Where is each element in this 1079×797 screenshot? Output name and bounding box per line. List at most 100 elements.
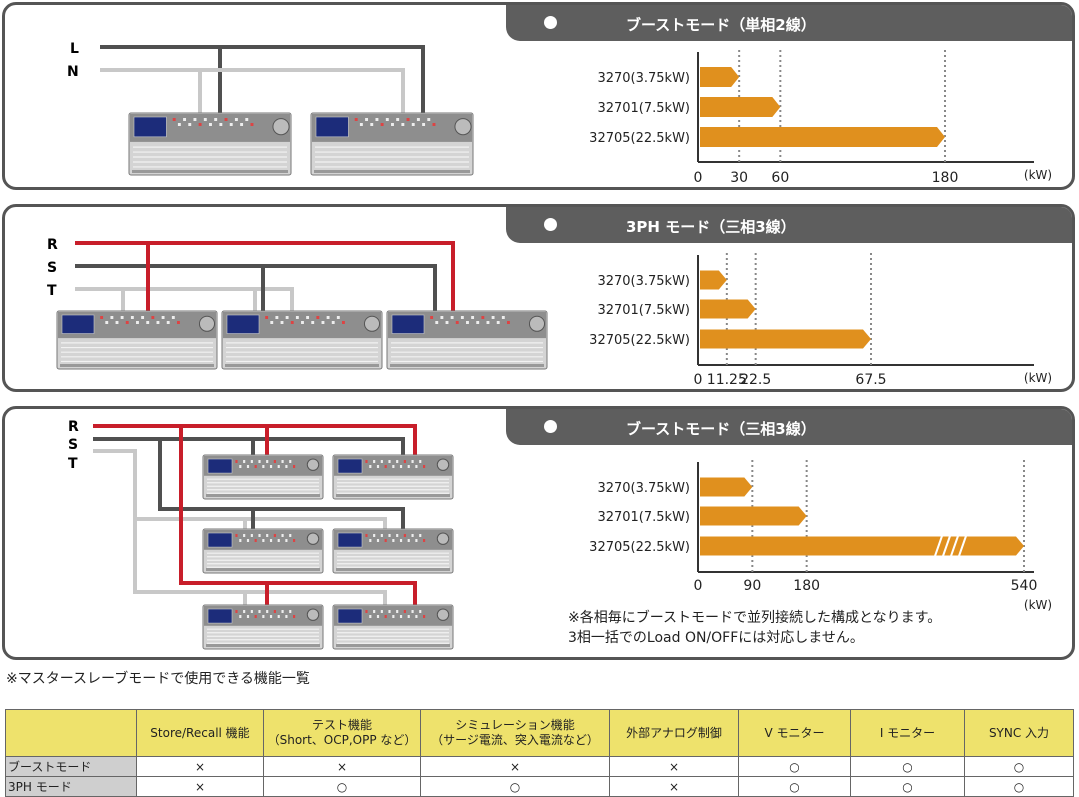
bullet-icon: [544, 218, 557, 231]
unit-button: [120, 316, 124, 319]
unit-button: [235, 460, 238, 463]
unit-button: [281, 610, 284, 613]
panel-title: ブーストモード（三相3線）: [626, 420, 816, 438]
line-label: T: [68, 456, 78, 472]
unit-button: [392, 615, 395, 618]
unit-button: [243, 460, 246, 463]
bar-label: 32705(22.5kW): [589, 540, 690, 555]
tick-label: 90: [743, 578, 761, 594]
line-label: R: [68, 419, 79, 435]
unit-button: [125, 321, 129, 324]
unit-button: [388, 460, 391, 463]
load-unit: [332, 604, 454, 650]
table-cell: ×: [136, 756, 264, 777]
bar-label: 3270(3.75kW): [597, 71, 690, 86]
wire: [93, 424, 417, 455]
unit-knob: [198, 315, 216, 332]
line-label: R: [47, 237, 58, 253]
bar: [700, 97, 781, 117]
unit-button: [203, 118, 207, 121]
unit-button: [277, 465, 280, 468]
unit-button: [407, 539, 410, 542]
wire: [179, 426, 417, 605]
table-cell: ×: [609, 756, 739, 777]
tick-label: 0: [694, 578, 703, 594]
unit-knob: [272, 118, 290, 136]
load-unit: [332, 528, 454, 574]
unit-button: [419, 460, 422, 463]
unit-button: [411, 123, 415, 126]
tick-label: 540: [1011, 578, 1038, 594]
table-header-cell: SYNC 入力: [964, 709, 1074, 757]
unit-button: [280, 321, 284, 324]
unit-button: [354, 118, 358, 121]
unit-button: [269, 465, 273, 468]
table-header-cell: I モニター: [850, 709, 965, 757]
tick-label: 180: [793, 578, 820, 594]
unit-button: [365, 460, 368, 463]
table-cell: ○: [420, 776, 610, 797]
unit-button: [250, 610, 253, 613]
unit-button: [466, 321, 469, 324]
unit-button: [415, 465, 418, 468]
unit-button: [415, 615, 418, 618]
unit-button: [243, 610, 246, 613]
unit-button: [423, 539, 426, 542]
unit-button: [370, 123, 374, 126]
footnote: 3相一括でのLoad ON/OFFには対応しません。: [568, 630, 864, 646]
bar: [700, 536, 1024, 556]
unit-button: [273, 610, 276, 613]
unit-button: [146, 321, 150, 324]
bar: [700, 270, 727, 290]
unit-button: [471, 316, 475, 319]
table-cell: ○: [964, 776, 1074, 797]
unit-button: [316, 316, 320, 319]
unit-button: [258, 610, 261, 613]
unit-button: [270, 321, 274, 324]
unit-button: [214, 118, 218, 121]
bar: [700, 329, 871, 349]
unit-button: [250, 534, 253, 537]
unit-button: [198, 123, 202, 126]
table-header-cell: Store/Recall 機能: [136, 709, 264, 757]
axis-unit: (kW): [1024, 168, 1052, 182]
panel-header: ブーストモード（単相2線）: [506, 5, 1072, 41]
unit-button: [385, 118, 389, 121]
unit-button: [365, 534, 368, 537]
unit-display: [391, 314, 425, 334]
bar: [700, 299, 756, 319]
unit-button: [110, 316, 114, 319]
unit-button: [376, 615, 380, 618]
unit-button: [388, 534, 391, 537]
unit-knob: [306, 532, 320, 545]
unit-button: [401, 123, 405, 126]
table-row: ブーストモード × × × × ○ ○ ○: [5, 756, 1074, 777]
unit-button: [306, 316, 310, 319]
unit-button: [415, 539, 418, 542]
unit-button: [403, 460, 406, 463]
unit-button: [193, 118, 197, 121]
table-cell: ×: [609, 776, 739, 797]
unit-button: [285, 316, 289, 319]
wire: [160, 437, 405, 455]
unit-button: [486, 321, 490, 324]
table-cell: ×: [263, 756, 421, 777]
unit-button: [460, 316, 464, 319]
unit-button: [342, 321, 345, 324]
unit-button: [243, 534, 246, 537]
bullet-icon: [544, 16, 557, 29]
unit-button: [481, 316, 485, 319]
table-cell: ○: [738, 776, 851, 797]
unit-button: [491, 316, 495, 319]
table-header-cell: テスト機能 （Short、OCP,OPP など）: [263, 709, 421, 757]
load-unit: [202, 528, 324, 574]
bar-label: 32705(22.5kW): [589, 333, 690, 348]
wire: [75, 287, 294, 311]
unit-button: [399, 465, 403, 468]
unit-base: [132, 170, 288, 173]
unit-button: [450, 316, 454, 319]
bar-label: 32701(7.5kW): [597, 510, 690, 525]
unit-button: [384, 539, 387, 542]
